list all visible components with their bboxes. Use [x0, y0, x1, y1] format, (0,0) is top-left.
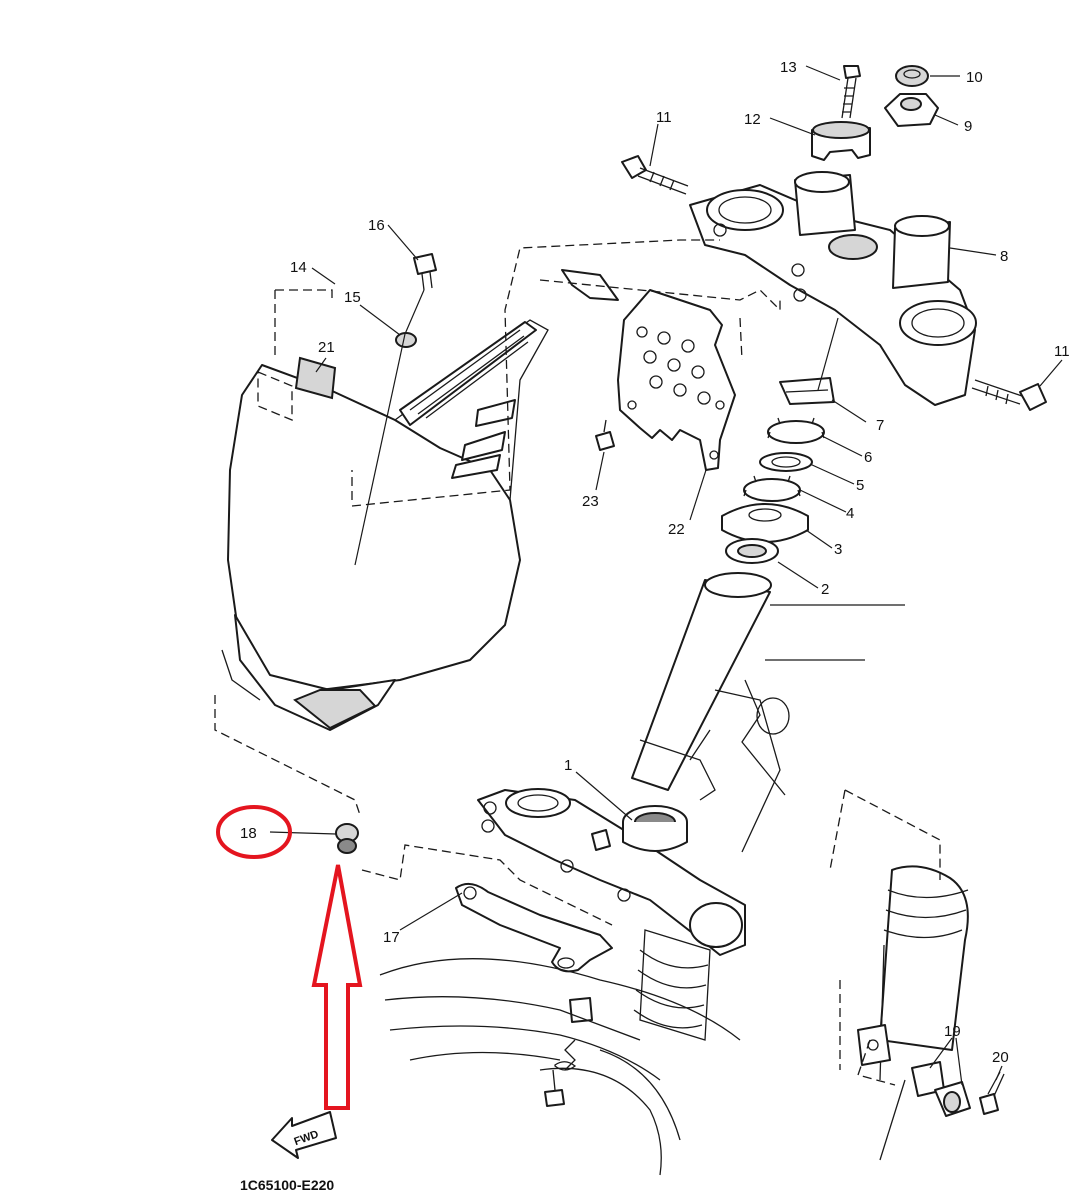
- pinch-bolt-right: [971, 379, 1047, 411]
- callout-10: 10: [966, 69, 983, 86]
- diagram-code: 1C65100-E220: [240, 1177, 334, 1193]
- nut-23: [595, 419, 615, 451]
- collar-15: [395, 332, 417, 348]
- frame-lines: [379, 958, 741, 1176]
- callout-7: 7: [876, 417, 884, 434]
- assembly-lines: [214, 239, 941, 1086]
- lower-bearing-1: [622, 805, 688, 852]
- fork-boot-left: [633, 929, 711, 1041]
- callout-18: 18: [240, 825, 257, 842]
- callout-22: 22: [668, 521, 685, 538]
- callout-20: 20: [992, 1049, 1009, 1066]
- callout-1: 1: [564, 757, 572, 774]
- callout-11-upper: 11: [656, 109, 672, 126]
- callout-17: 17: [383, 929, 400, 946]
- bolt-20: [979, 1071, 1005, 1115]
- callout-numbers: 1 2 3 4 5 6 7 8 9 10 11 11 12 13 14 15 1…: [240, 59, 1070, 1066]
- callout-15: 15: [344, 289, 361, 306]
- bearing-2: [725, 538, 779, 564]
- callout-23: 23: [582, 493, 599, 510]
- fwd-arrow: FWD: [271, 1111, 337, 1159]
- highlight-arrow: [311, 864, 363, 1110]
- ring-nut-4: [743, 475, 801, 502]
- callout-16: 16: [368, 217, 385, 234]
- callout-11-right: 11: [1054, 343, 1070, 360]
- upper-bracket: [689, 171, 977, 406]
- leader-lines: [269, 65, 1063, 1086]
- bolt-16: [413, 253, 437, 291]
- pinch-bolt-upper-left: [621, 155, 689, 195]
- frame-head-pipe: [631, 572, 905, 853]
- spacer-bolts: [544, 997, 593, 1107]
- handlebar-clamp-cap: [811, 121, 871, 161]
- callout-21: 21: [318, 339, 335, 356]
- callout-4: 4: [846, 505, 854, 522]
- bearing-cover-3: [721, 503, 809, 543]
- steering-stem-nut: [884, 93, 939, 127]
- callout-19: 19: [944, 1023, 961, 1040]
- callout-13: 13: [780, 59, 797, 76]
- hose-holder-17: [455, 882, 613, 973]
- callout-6: 6: [864, 449, 872, 466]
- number-plate-14: [221, 319, 549, 731]
- rubber-washer-5: [759, 452, 813, 472]
- rubber-damper-18: [335, 823, 359, 854]
- fork-right: [879, 865, 969, 1161]
- bolt-13: [841, 65, 861, 119]
- highlight-circle: [216, 805, 292, 859]
- lock-washer-7: [779, 377, 835, 405]
- cable-guide-19: [857, 1024, 971, 1117]
- highlight-annotations: [216, 805, 363, 1110]
- callout-2: 2: [821, 581, 829, 598]
- sticker-21: [257, 356, 337, 421]
- callout-8: 8: [1000, 248, 1008, 265]
- bracket-22: [561, 269, 736, 471]
- ring-nut-6: [767, 417, 825, 444]
- lower-bracket: [477, 788, 746, 956]
- callout-14: 14: [290, 259, 307, 276]
- callout-12: 12: [744, 111, 761, 128]
- callout-5: 5: [856, 477, 864, 494]
- callout-9: 9: [964, 118, 972, 135]
- callout-3: 3: [834, 541, 842, 558]
- steering-stem-cap: [895, 65, 929, 87]
